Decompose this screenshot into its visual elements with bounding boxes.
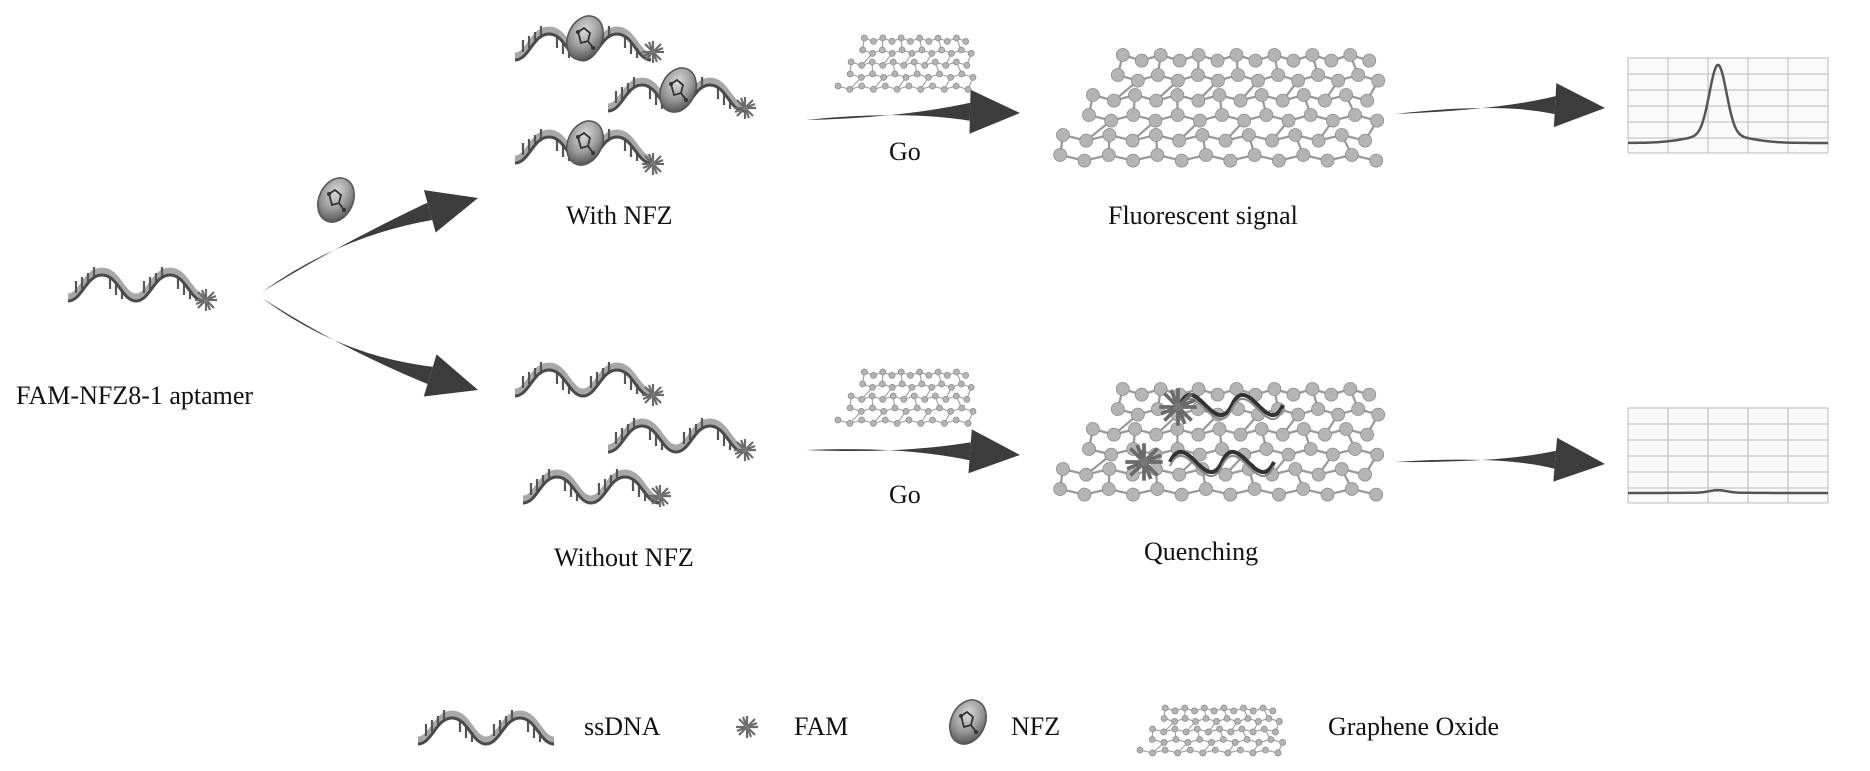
- with-nfz-spectrum: [1627, 57, 1829, 154]
- legend-nfz-icon: [941, 693, 995, 751]
- fluorescent-signal-label: Fluorescent signal: [1108, 201, 1298, 230]
- legend-fam-label: FAM: [794, 712, 848, 741]
- free-aptamers: [515, 362, 758, 509]
- arrow-to-with-nfz: [262, 190, 478, 292]
- legend-ssdna-icon: [418, 710, 554, 744]
- nfz-molecule-icon: [309, 171, 363, 229]
- legend-nfz-label: NFZ: [1011, 712, 1060, 741]
- legend-graphene-oxide-icon: [1136, 704, 1287, 757]
- arrow-go-top: [806, 89, 1020, 134]
- aptamer-nfz-complexes: [515, 9, 758, 177]
- arrow-go-bottom: [806, 429, 1020, 474]
- without-nfz-spectrum: [1627, 407, 1829, 504]
- arrows: [262, 83, 1605, 482]
- arrow-to-without-nfz: [262, 298, 478, 397]
- graphene-oxide-sheet-large-bottom: [1053, 382, 1386, 502]
- graphene-oxide-sheet-small-bottom: [834, 368, 977, 427]
- quenching-label: Quenching: [1144, 537, 1258, 566]
- aptamer-label: FAM-NFZ8-1 aptamer: [16, 381, 253, 410]
- arrow-to-spectrum-bottom: [1395, 437, 1605, 482]
- legend: ssDNA FAM NFZ Graphene Oxide: [418, 693, 1499, 757]
- graphene-oxide-sheet-small-top: [834, 34, 977, 93]
- without-nfz-label: Without NFZ: [554, 543, 694, 572]
- with-nfz-label: With NFZ: [566, 201, 673, 230]
- go-label-bottom: Go: [889, 480, 921, 509]
- legend-ssdna-label: ssDNA: [584, 712, 661, 741]
- go-label-top: Go: [889, 137, 921, 166]
- legend-fam-icon: [734, 714, 760, 740]
- graphene-oxide-sheet-large-top: [1053, 48, 1386, 168]
- arrow-to-spectrum-top: [1395, 83, 1605, 128]
- legend-graphene-oxide-label: Graphene Oxide: [1328, 712, 1499, 741]
- adsorbed-aptamers: [1123, 386, 1285, 483]
- aptamer-illustration: [68, 267, 219, 313]
